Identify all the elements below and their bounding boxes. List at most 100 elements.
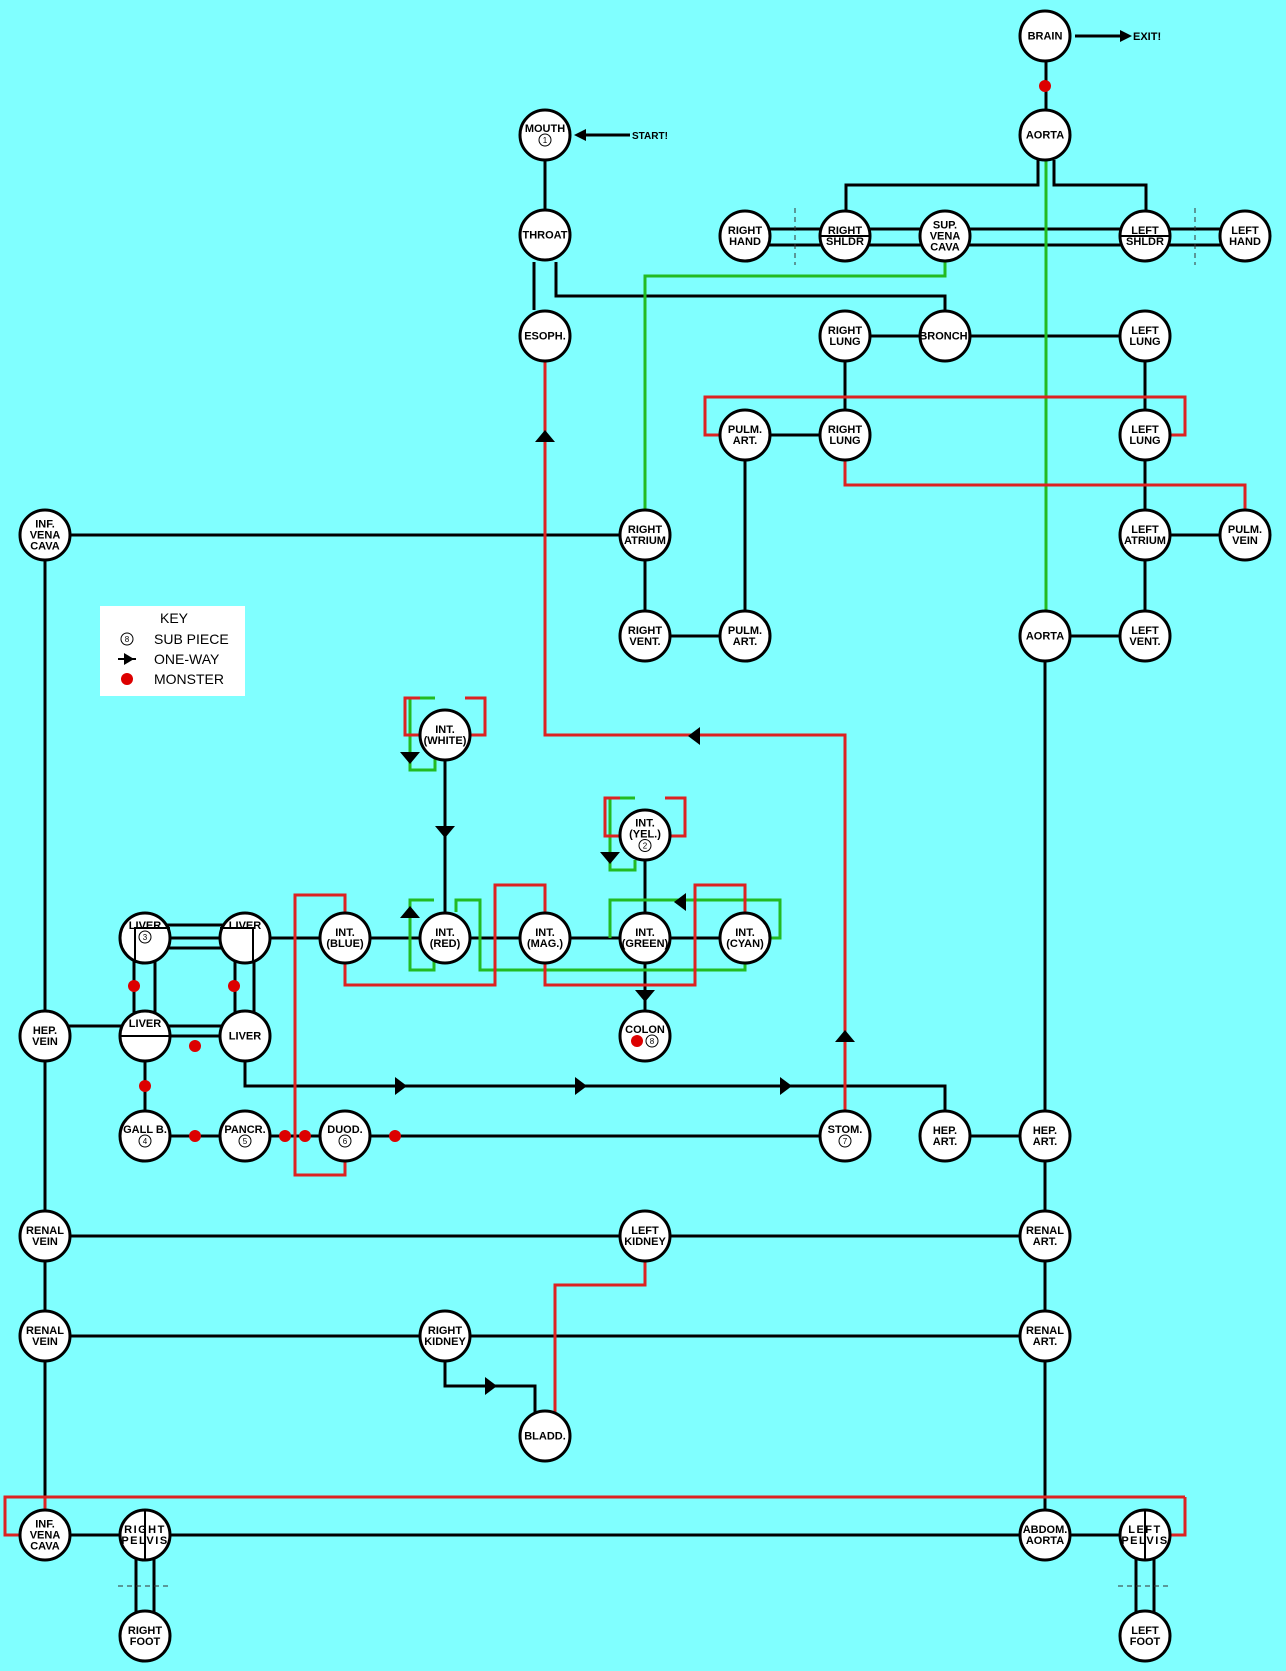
room-pulm-art-lower: PULM.ART. [718, 609, 772, 663]
room-gall-b: GALL B.4 [118, 1109, 172, 1163]
room-circle [718, 609, 772, 663]
room-label: LEFT [1131, 225, 1159, 237]
legend-sub-piece-symbol: 8 [125, 635, 130, 644]
room-circle [1118, 408, 1172, 462]
one-way-arrow [400, 752, 420, 764]
room-label: (GREEN) [622, 938, 669, 950]
room-circle [518, 309, 572, 363]
room-label: VEIN [32, 1336, 58, 1348]
room-label: THROAT [522, 230, 567, 242]
sub-piece-icon [645, 1034, 659, 1048]
monster-icon [299, 1130, 311, 1142]
room-label: SUP. [933, 220, 957, 232]
room-label: VEIN [32, 1036, 58, 1048]
room-label: LEFT [1128, 1524, 1162, 1536]
room-label: INT. [535, 927, 555, 939]
room-label: ART. [933, 1136, 957, 1148]
room-circle [618, 609, 672, 663]
start-arrow-head [574, 129, 586, 141]
room-label: HEP. [33, 1025, 57, 1037]
room-label: AORTA [1026, 130, 1064, 142]
monster-icon [189, 1040, 201, 1052]
room-label: LEFT [1131, 524, 1159, 536]
room-label: ART. [1033, 1336, 1057, 1348]
room-circle [118, 1609, 172, 1663]
room-label: RIGHT [628, 625, 663, 637]
room-label: LEFT [1131, 1625, 1159, 1637]
monster-icon [631, 1035, 643, 1047]
room-label: LEFT [1131, 424, 1159, 436]
room-circle [418, 911, 472, 965]
green-paths [408, 160, 1048, 972]
room-label: RIGHT [828, 424, 863, 436]
room-label: INF. [35, 1519, 55, 1531]
room-throat: THROAT [518, 208, 572, 262]
room-circle [218, 1009, 272, 1063]
room-bronchi: BRONCHI [918, 309, 972, 363]
room-circle [218, 911, 272, 965]
legend: KEY 8 SUB PIECE ONE-WAY MONSTER [100, 606, 245, 696]
room-label: VENA [30, 530, 61, 542]
room-label: ART. [733, 435, 757, 447]
room-label: BRAIN [1028, 31, 1063, 43]
one-way-arrow [835, 1030, 855, 1042]
room-label: VEIN [32, 1236, 58, 1248]
room-label: RENAL [26, 1325, 64, 1337]
sub-piece-number: 5 [243, 1137, 248, 1146]
sub-piece-icon [138, 930, 152, 944]
room-label: RENAL [26, 1225, 64, 1237]
room-circle [918, 1109, 972, 1163]
room-label: FOOT [1130, 1636, 1161, 1648]
room-divider [220, 927, 254, 963]
sub-piece-number: 2 [643, 842, 648, 851]
room-circle [1118, 1609, 1172, 1663]
room-label: (CYAN) [726, 938, 764, 950]
room-label: (BLUE) [326, 938, 364, 950]
room-circle [18, 1209, 72, 1263]
room-circle [1018, 1209, 1072, 1263]
room-circle [618, 808, 672, 862]
room-label: KIDNEY [624, 1236, 666, 1248]
room-label: VEIN [1232, 535, 1258, 547]
room-hep-vein: HEP.VEIN [18, 1009, 72, 1063]
room-label: CAVA [930, 242, 960, 254]
room-label: HEP. [1033, 1125, 1057, 1137]
sub-piece-number: 7 [843, 1137, 848, 1146]
room-circle [1018, 9, 1072, 63]
room-int-white: INT.(WHITE) [418, 708, 472, 762]
monster-icon [228, 980, 240, 992]
room-circle [1118, 508, 1172, 562]
legend-one-way-icon [124, 653, 134, 665]
room-label: HEP. [933, 1125, 957, 1137]
room-label: (WHITE) [424, 735, 467, 747]
room-label: PULM. [1228, 524, 1262, 536]
monster-icon [139, 1080, 151, 1092]
room-aorta-mid: AORTA [1018, 609, 1072, 663]
one-way-arrow [395, 1077, 407, 1095]
room-label: RIGHT [728, 225, 763, 237]
room-divider [134, 927, 170, 963]
room-circle [518, 208, 572, 262]
room-label: LEFT [1131, 325, 1159, 337]
start-label: START! [632, 131, 668, 142]
sub-piece-icon [338, 1134, 352, 1148]
room-circle [418, 708, 472, 762]
room-label: LUNG [1129, 435, 1160, 447]
legend-title: KEY [160, 610, 189, 626]
legend-one-way-label: ONE-WAY [154, 651, 220, 667]
exit-arrow-head [1120, 30, 1132, 42]
room-circle [1218, 508, 1272, 562]
room-label: RIGHT [428, 1325, 463, 1337]
room-label: HAND [1229, 236, 1261, 248]
